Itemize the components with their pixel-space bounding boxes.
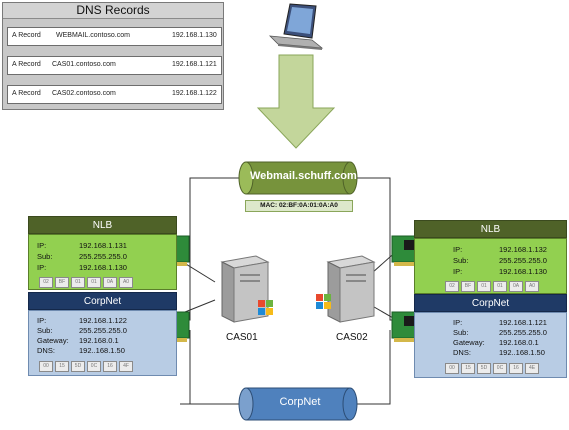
record-host: CAS01.contoso.com — [52, 61, 116, 68]
dns-panel-title: DNS Records — [3, 3, 223, 19]
record-host: CAS02.contoso.com — [52, 90, 116, 97]
right-corp-value: 192.168.0.1 — [499, 338, 539, 347]
mac-octet: 15 — [461, 363, 475, 374]
mac-octet: 5D — [71, 361, 85, 372]
mac-octet: 01 — [71, 277, 85, 288]
mac-octet: 01 — [87, 277, 101, 288]
left-nlb-key: Sub: — [37, 252, 53, 261]
right-corp-value: 192..168.1.50 — [499, 348, 545, 357]
mac-octet: 15 — [55, 361, 69, 372]
left-corp-value: 192.168.0.1 — [79, 336, 119, 345]
right-nlb-value: 255.255.255.0 — [499, 256, 547, 265]
record-type: A Record — [12, 32, 41, 39]
mac-octet: 0A — [509, 281, 523, 292]
corpnet-cylinder-label: CorpNet — [279, 396, 321, 408]
record-type: A Record — [12, 90, 41, 97]
server-cas01-icon — [220, 255, 273, 323]
record-ip: 192.168.1.122 — [172, 90, 217, 97]
dns-records-panel: DNS Records A Record WEBMAIL.contoso.com… — [2, 2, 224, 110]
record-host: WEBMAIL.contoso.com — [56, 32, 130, 39]
left-corp-value: 255.255.255.0 — [79, 326, 127, 335]
mac-octet: BF — [461, 281, 475, 292]
right-corp-mac-boxes: 00 15 5D 0C 16 4E — [445, 363, 539, 374]
windows-logo-icon — [258, 300, 273, 315]
left-nlb-value: 255.255.255.0 — [79, 252, 127, 261]
left-nlb-key: IP: — [37, 263, 47, 272]
left-nlb-value: 192.168.1.130 — [79, 263, 127, 272]
left-corp-key: Sub: — [37, 326, 53, 335]
right-nlb-value: 192.168.1.130 — [499, 267, 547, 276]
mac-octet: 0C — [493, 363, 507, 374]
mac-octet: 16 — [103, 361, 117, 372]
right-corp-key: Sub: — [453, 328, 469, 337]
right-nlb-header: NLB — [414, 220, 567, 238]
left-nlb-header: NLB — [28, 216, 177, 234]
server-cas02-label: CAS02 — [336, 332, 368, 343]
right-nlb-panel: IP: 192.168.1.132 Sub: 255.255.255.0 IP:… — [414, 238, 567, 294]
laptop-icon — [268, 3, 324, 50]
mac-octet: 16 — [509, 363, 523, 374]
server-cas01-label: CAS01 — [226, 332, 258, 343]
webmail-cylinder-label: Webmail.schuff.com — [250, 170, 357, 182]
mac-octet: BF — [55, 277, 69, 288]
left-corp-key: DNS: — [37, 346, 55, 355]
mac-octet: A0 — [525, 281, 539, 292]
left-nlb-panel: IP: 192.168.1.131 Sub: 255.255.255.0 IP:… — [28, 234, 177, 290]
mac-octet: 02 — [445, 281, 459, 292]
mac-octet: 0A — [103, 277, 117, 288]
server-cas02-icon — [316, 255, 376, 323]
right-nlb-mac-boxes: 02 BF 01 01 0A A0 — [445, 281, 539, 292]
right-nlb-key: IP: — [453, 245, 463, 254]
left-corp-key: Gateway: — [37, 336, 69, 345]
dns-record-row: A Record WEBMAIL.contoso.com 192.168.1.1… — [7, 27, 222, 46]
mac-octet: A0 — [119, 277, 133, 288]
mac-octet: 0C — [87, 361, 101, 372]
right-corp-key: Gateway: — [453, 338, 485, 347]
right-corp-key: IP: — [453, 318, 463, 327]
left-corpnet-panel: IP: 192.168.1.122 Sub: 255.255.255.0 Gat… — [28, 310, 177, 376]
mac-octet: 01 — [477, 281, 491, 292]
mac-octet: 4F — [119, 361, 133, 372]
webmail-cylinder — [238, 161, 358, 195]
record-ip: 192.168.1.130 — [172, 32, 217, 39]
mac-octet: 02 — [39, 277, 53, 288]
record-type: A Record — [12, 61, 41, 68]
left-nlb-mac-boxes: 02 BF 01 01 0A A0 — [39, 277, 133, 288]
right-nlb-key: Sub: — [453, 256, 469, 265]
mac-octet: 00 — [445, 363, 459, 374]
dns-record-row: A Record CAS01.contoso.com 192.168.1.121 — [7, 56, 222, 75]
webmail-mac-label: MAC: 02:BF:0A:01:0A:A0 — [245, 200, 353, 212]
right-corp-key: DNS: — [453, 348, 471, 357]
left-nlb-value: 192.168.1.131 — [79, 241, 127, 250]
left-corp-mac-boxes: 00 15 5D 0C 16 4F — [39, 361, 133, 372]
mac-octet: 00 — [39, 361, 53, 372]
record-ip: 192.168.1.121 — [172, 61, 217, 68]
mac-octet: 4E — [525, 363, 539, 374]
left-corp-value: 192.168.1.122 — [79, 316, 127, 325]
left-corp-key: IP: — [37, 316, 47, 325]
right-corp-value: 255.255.255.0 — [499, 328, 547, 337]
right-corpnet-header: CorpNet — [414, 294, 567, 312]
dns-record-row: A Record CAS02.contoso.com 192.168.1.122 — [7, 85, 222, 104]
right-nlb-value: 192.168.1.132 — [499, 245, 547, 254]
left-corpnet-header: CorpNet — [28, 292, 177, 310]
mac-octet: 01 — [493, 281, 507, 292]
left-nlb-key: IP: — [37, 241, 47, 250]
mac-octet: 5D — [477, 363, 491, 374]
traffic-arrow — [256, 54, 336, 149]
right-corpnet-panel: IP: 192.168.1.121 Sub: 255.255.255.0 Gat… — [414, 312, 567, 378]
windows-logo-icon — [316, 294, 331, 309]
left-corp-value: 192..168.1.50 — [79, 346, 125, 355]
corpnet-cylinder — [238, 387, 358, 421]
right-corp-value: 192.168.1.121 — [499, 318, 547, 327]
right-nlb-key: IP: — [453, 267, 463, 276]
